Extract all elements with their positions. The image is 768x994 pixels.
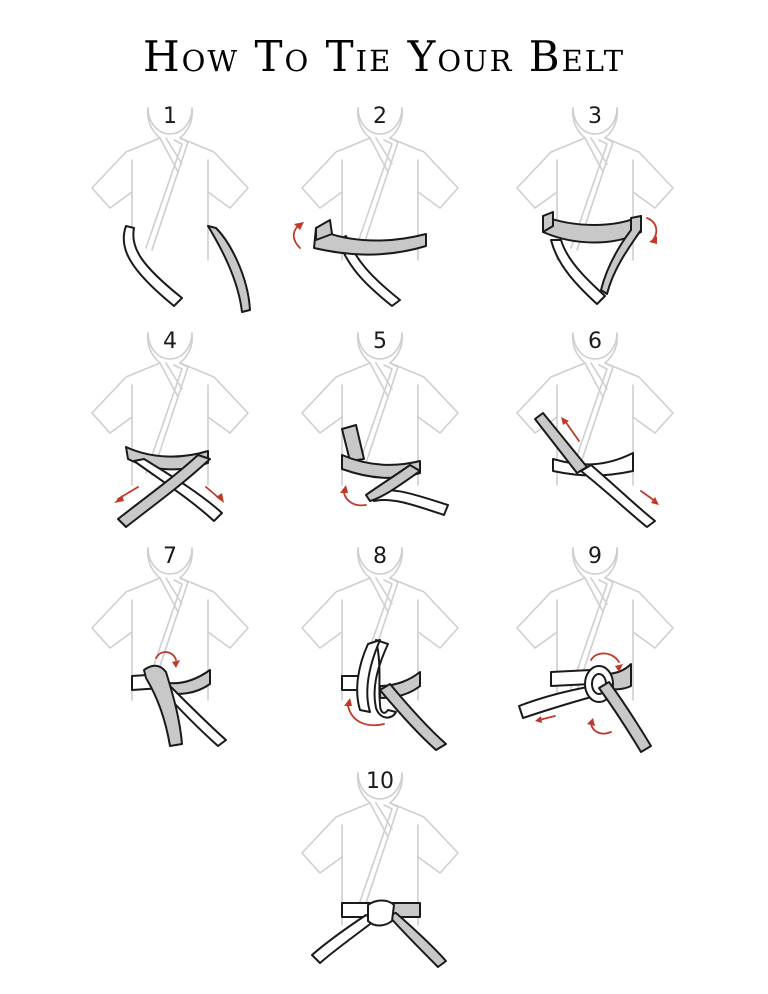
step-number: 6 — [588, 329, 602, 354]
step-number: 5 — [373, 329, 387, 354]
step-1-panel: 1 — [70, 100, 270, 320]
step-number: 4 — [163, 329, 177, 354]
step-9-panel: 9 — [495, 540, 695, 760]
belt-second-wrap-arrow-icon — [542, 211, 658, 305]
belt-wrap-around-waist-arrow-icon — [292, 219, 427, 307]
belt-loop-formed-arrow-icon — [341, 639, 447, 751]
belt-finished-knot-icon — [311, 899, 447, 968]
step-number: 3 — [588, 104, 602, 129]
step-number: 10 — [366, 769, 394, 794]
step-5-panel: 5 — [280, 325, 480, 545]
step-6-panel: 6 — [495, 325, 695, 545]
step-3-panel: 3 — [495, 100, 695, 320]
step-4-panel: 4 — [70, 325, 270, 545]
step-number: 8 — [373, 544, 387, 569]
belt-end-tucked-under-arrow-icon — [340, 424, 449, 516]
step-number: 1 — [163, 104, 177, 129]
step-number: 2 — [373, 104, 387, 129]
belt-end-folded-over-arrow-icon — [131, 651, 227, 747]
step-number: 7 — [163, 544, 177, 569]
belt-ends-pulled-arrows-icon — [534, 412, 659, 528]
belt-ends-hanging-icon — [122, 225, 251, 313]
step-7-panel: 7 — [70, 540, 270, 760]
page-title: How To Tie Your Belt — [142, 32, 626, 81]
step-2-panel: 2 — [280, 100, 480, 320]
belt-knot-tightened-arrows-icon — [518, 652, 652, 753]
belt-ends-crossed-arrows-icon — [114, 446, 224, 528]
step-8-panel: 8 — [280, 540, 480, 760]
step-10-panel: 10 — [280, 765, 480, 985]
step-number: 9 — [588, 544, 602, 569]
